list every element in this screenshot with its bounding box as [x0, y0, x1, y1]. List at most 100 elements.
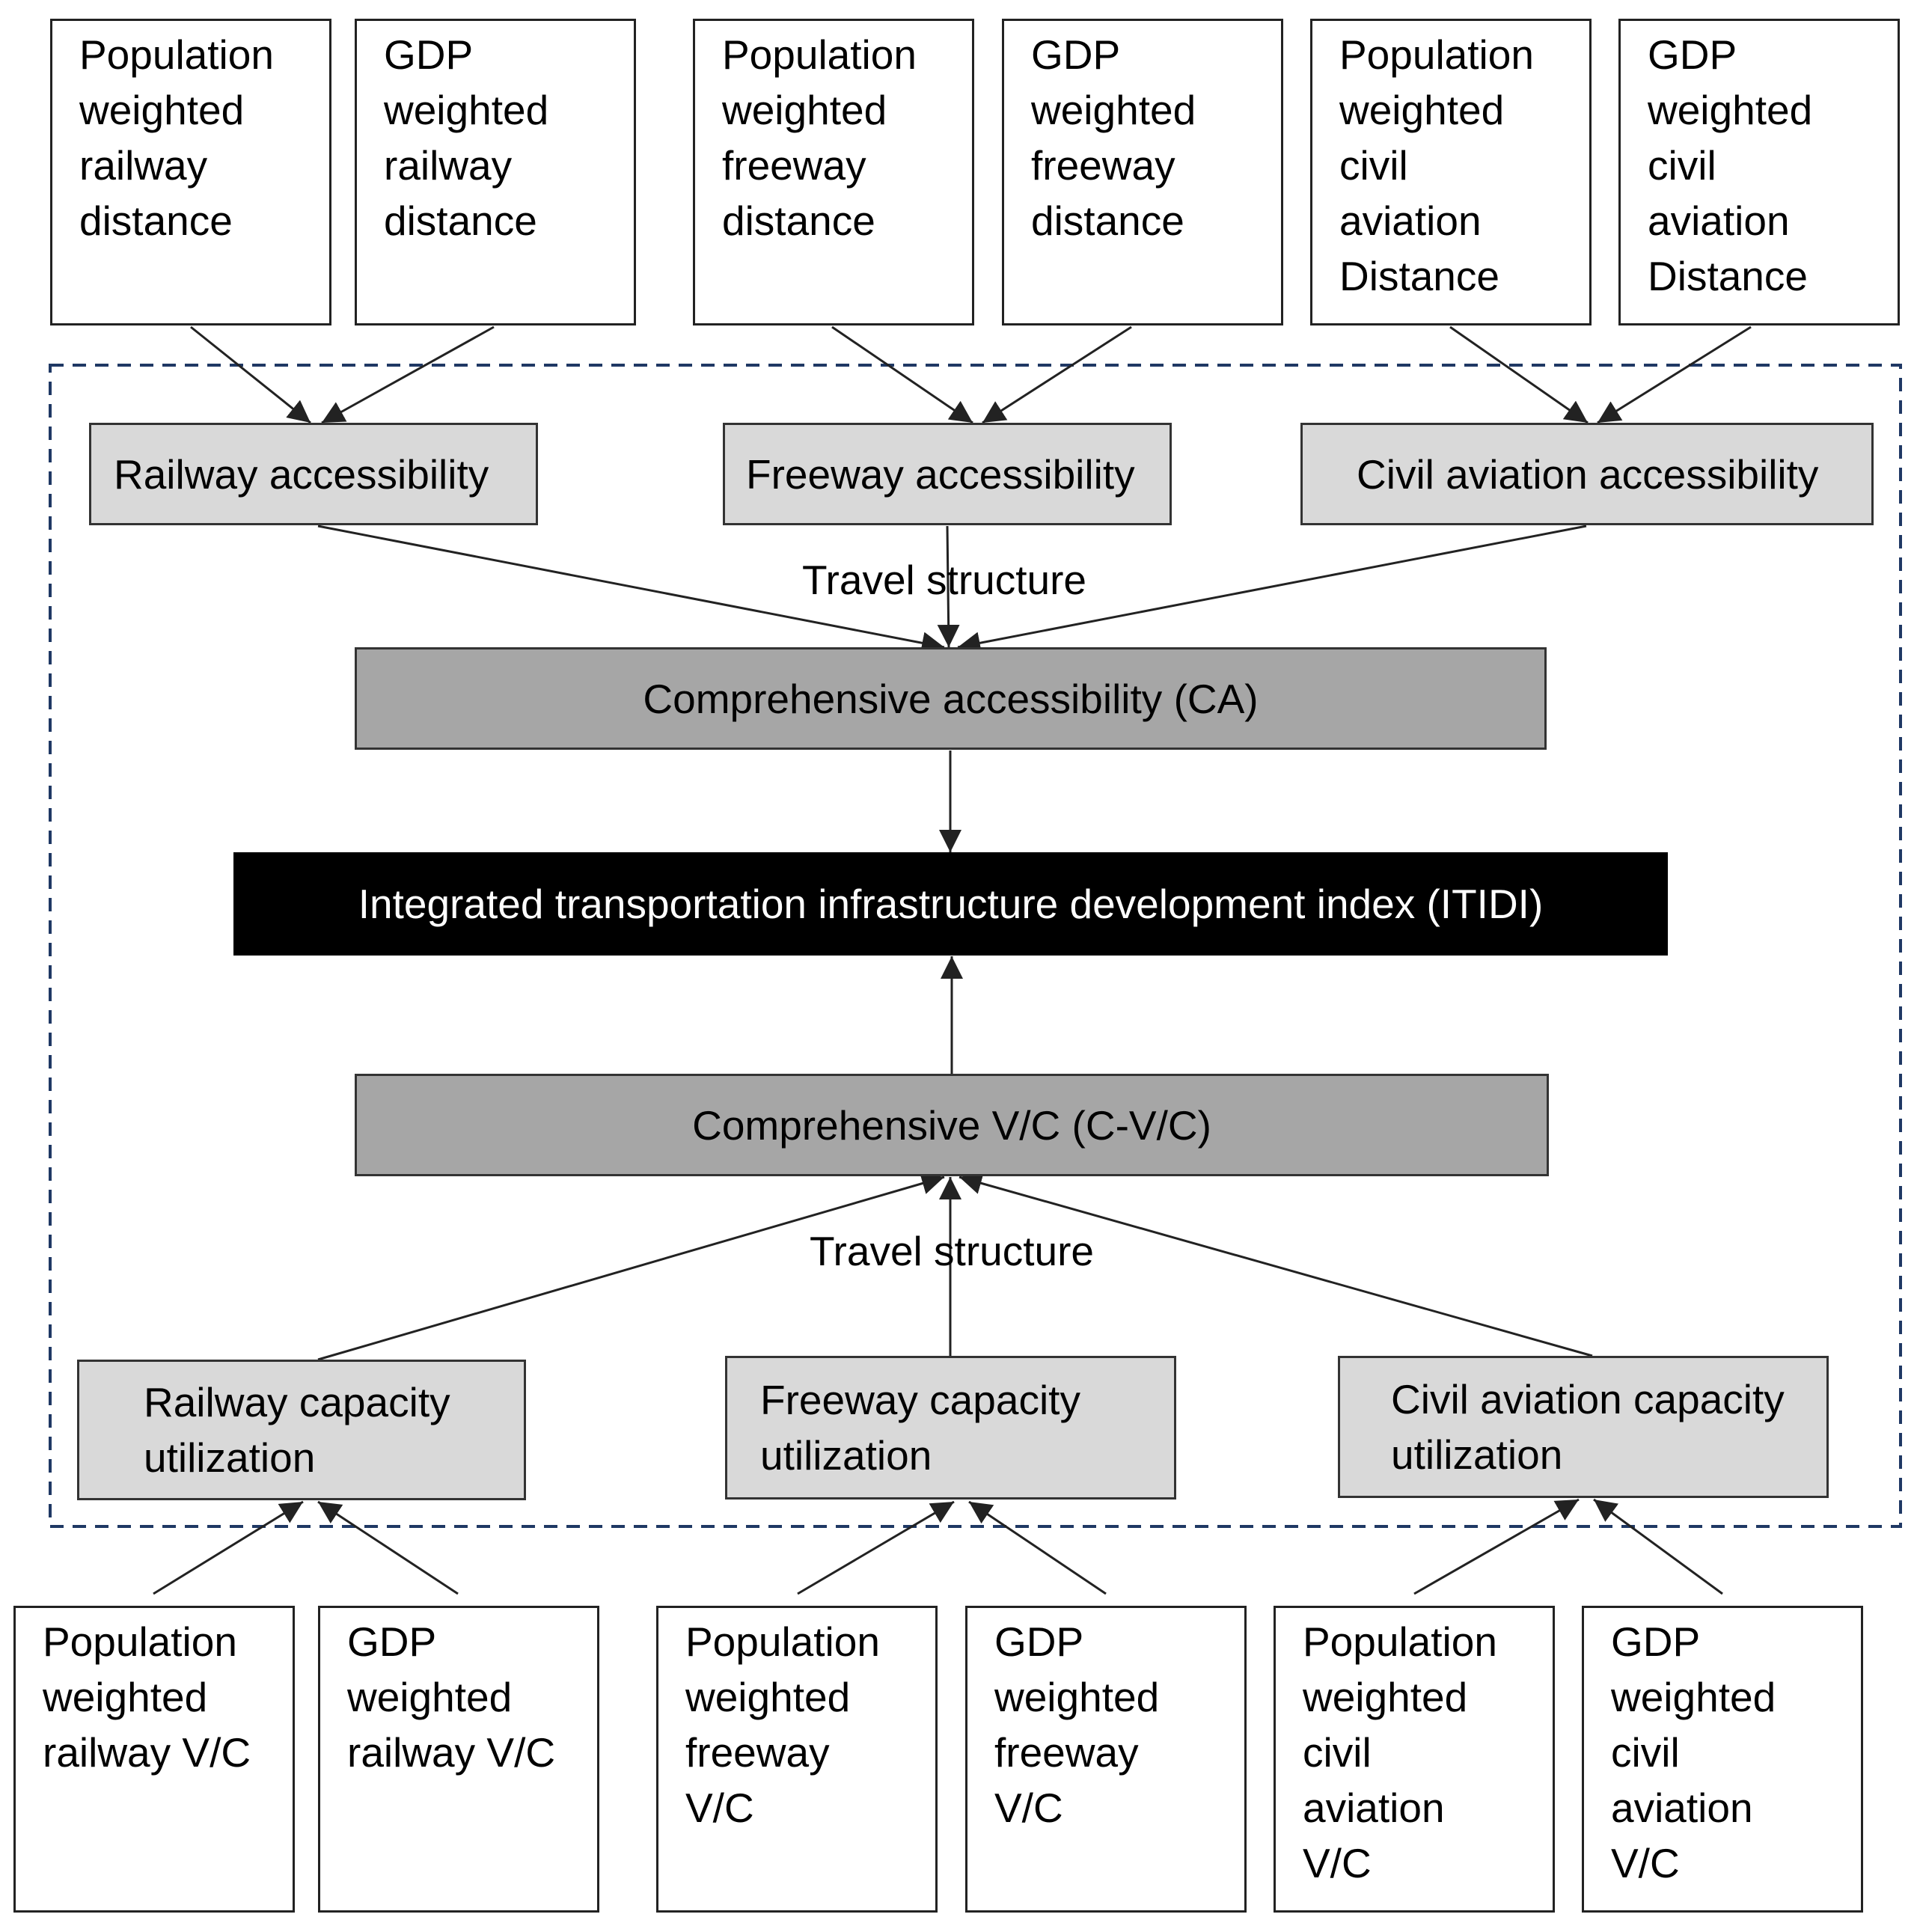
box-text-line: GDP	[994, 1618, 1084, 1665]
box-text-line: Population	[685, 1618, 880, 1665]
box-text-line: utilization	[1391, 1431, 1563, 1478]
box-text-line: GDP	[1648, 31, 1737, 78]
box-text-line: distance	[79, 198, 233, 244]
box-text-line: railway V/C	[347, 1729, 556, 1776]
box-text-line: V/C	[994, 1785, 1063, 1831]
railway-accessibility-box: Railway accessibility	[89, 423, 538, 525]
edge-gdp-rail-dist-to-rail-access	[321, 325, 495, 424]
box-text-line: V/C	[685, 1785, 754, 1831]
freeway-accessibility-box: Freeway accessibility	[723, 423, 1172, 525]
box-text-line: weighted	[1611, 1674, 1776, 1720]
box-text-line: Railway capacity	[144, 1379, 450, 1425]
box-text-line: freeway	[1031, 142, 1175, 189]
box-text-line: GDP	[384, 31, 474, 78]
box-text-line: distance	[722, 198, 875, 244]
box-text-line: aviation	[1648, 198, 1790, 244]
box-text-line: V/C	[1303, 1840, 1372, 1886]
box-text-line: GDP	[1031, 31, 1121, 78]
box-text-line: Distance	[1339, 253, 1499, 299]
box-text-line: aviation	[1611, 1785, 1753, 1831]
bottom-input-gdp-railway-vc: GDP weighted railway V/C	[318, 1606, 599, 1913]
box-text-line: weighted	[79, 87, 245, 133]
box-text-line: Railway accessibility	[114, 450, 489, 498]
aviation-capacity-box: Civil aviation capacity utilization	[1338, 1356, 1829, 1498]
top-input-pop-railway-distance: Population weighted railway distance	[50, 19, 331, 325]
box-text-line: utilization	[760, 1432, 932, 1479]
edge-gdp-air-vc-to-air-cap	[1593, 1498, 1723, 1595]
top-input-gdp-railway-distance: GDP weighted railway distance	[355, 19, 636, 325]
bottom-input-pop-railway-vc: Population weighted railway V/C	[13, 1606, 295, 1913]
edge-gdp-fwy-dist-to-fwy-access	[982, 325, 1132, 424]
edge-fwy-access-to-ca	[937, 525, 960, 648]
box-text-line: weighted	[1339, 87, 1505, 133]
box-text-line: GDP	[347, 1618, 437, 1665]
model-boundary-dashed	[49, 364, 1902, 1528]
edge-air-cap-to-cvc	[959, 1172, 1593, 1357]
box-text-line: freeway	[722, 142, 866, 189]
edge-pop-rail-vc-to-rail-cap	[153, 1500, 304, 1595]
box-text-line: Population	[722, 31, 917, 78]
box-text-line: Distance	[1648, 253, 1808, 299]
aviation-accessibility-box: Civil aviation accessibility	[1300, 423, 1874, 525]
box-text-line: aviation	[1339, 198, 1482, 244]
top-input-gdp-freeway-distance: GDP weighted freeway distance	[1002, 19, 1283, 325]
box-text-line: civil	[1611, 1729, 1680, 1776]
box-text-line: weighted	[347, 1674, 513, 1720]
box-text-line: railway V/C	[43, 1729, 251, 1776]
travel-structure-label-bottom: Travel structure	[809, 1228, 1095, 1274]
box-text-line: Population	[79, 31, 274, 78]
box-text-line: freeway	[685, 1729, 830, 1776]
box-text-line: aviation	[1303, 1785, 1445, 1831]
box-text-line: weighted	[994, 1674, 1160, 1720]
freeway-capacity-box: Freeway capacity utilization	[725, 1356, 1176, 1500]
box-text-line: weighted	[43, 1674, 208, 1720]
box-text-line: distance	[1031, 198, 1184, 244]
box-text-line: weighted	[1303, 1674, 1468, 1720]
travel-structure-label-top: Travel structure	[801, 557, 1087, 603]
edge-air-access-to-ca	[957, 525, 1587, 655]
itidi-box: Integrated transportation infrastructure…	[233, 852, 1668, 956]
box-text-line: V/C	[1611, 1840, 1680, 1886]
box-text-line: Population	[43, 1618, 237, 1665]
edge-pop-air-dist-to-air-access	[1449, 325, 1589, 424]
edge-pop-fwy-vc-to-fwy-cap	[797, 1500, 955, 1595]
box-text-line: civil	[1648, 142, 1716, 189]
edge-pop-air-vc-to-air-cap	[1413, 1498, 1580, 1595]
box-text-line: distance	[384, 198, 537, 244]
edge-gdp-rail-vc-to-rail-cap	[317, 1500, 459, 1595]
comprehensive-accessibility-box: Comprehensive accessibility (CA)	[355, 647, 1547, 750]
box-text-line: freeway	[994, 1729, 1139, 1776]
box-text-line: Civil aviation accessibility	[1357, 450, 1819, 498]
box-text-line: utilization	[144, 1434, 316, 1481]
box-text-line: weighted	[685, 1674, 851, 1720]
edge-rail-access-to-ca	[317, 525, 945, 655]
box-text-line: GDP	[1611, 1618, 1701, 1665]
box-text-line: railway	[79, 142, 208, 189]
box-text-line: weighted	[384, 87, 549, 133]
edge-pop-rail-dist-to-rail-access	[190, 325, 311, 424]
box-text-line: weighted	[1648, 87, 1813, 133]
box-text-line: railway	[384, 142, 513, 189]
edge-pop-fwy-dist-to-fwy-access	[831, 325, 973, 424]
railway-capacity-box: Railway capacity utilization	[77, 1360, 526, 1500]
box-text-line: Population	[1303, 1618, 1497, 1665]
box-text-line: Population	[1339, 31, 1534, 78]
box-text-line: weighted	[1031, 87, 1196, 133]
edge-gdp-air-dist-to-air-access	[1597, 325, 1752, 424]
top-input-pop-freeway-distance: Population weighted freeway distance	[693, 19, 974, 325]
box-text-line: Civil aviation capacity	[1391, 1376, 1785, 1422]
box-text-line: civil	[1303, 1729, 1372, 1776]
comprehensive-vc-box: Comprehensive V/C (C-V/C)	[355, 1074, 1549, 1176]
box-text-line: Freeway capacity	[760, 1377, 1080, 1423]
box-text-line: weighted	[722, 87, 887, 133]
box-text-line: civil	[1339, 142, 1408, 189]
edge-rail-cap-to-cvc	[317, 1172, 945, 1361]
